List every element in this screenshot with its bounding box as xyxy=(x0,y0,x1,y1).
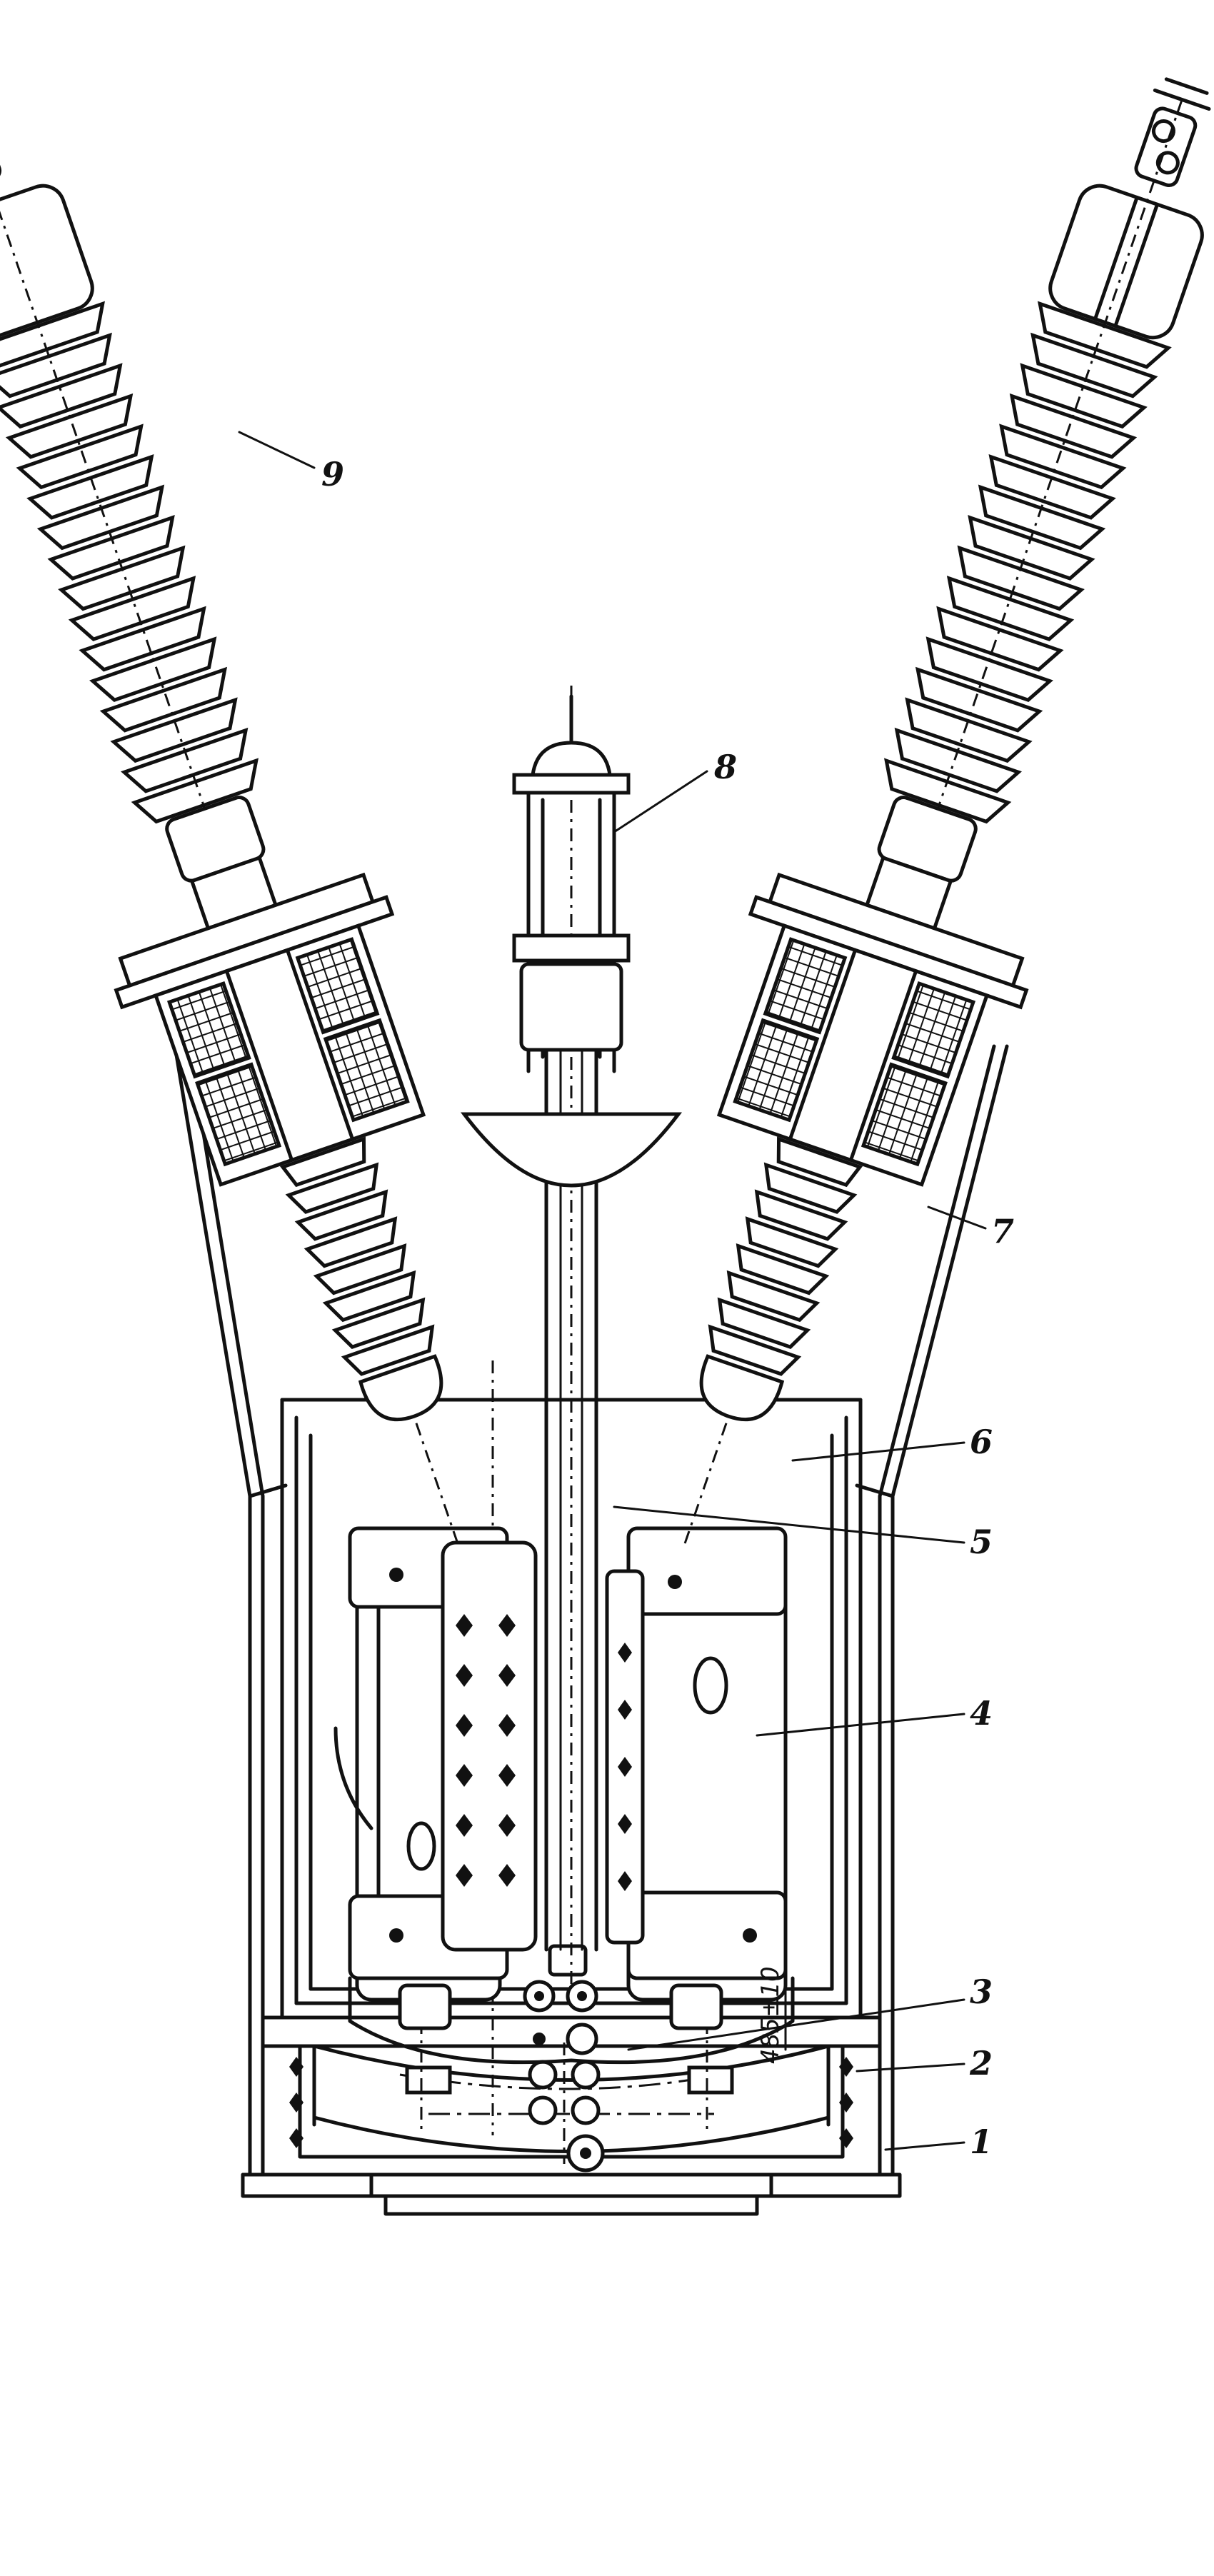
central-lead-tube xyxy=(544,686,598,1985)
left-hv-bushing xyxy=(0,99,459,1545)
callout-7: 7 xyxy=(991,1212,1014,1251)
dimension-text: 485±10 xyxy=(756,1966,785,2064)
dimension-marker: 485±10 xyxy=(756,1966,787,2064)
callout-1: 1 xyxy=(970,2123,993,2161)
top-center-bushing xyxy=(460,694,683,1188)
callout-8: 8 xyxy=(713,748,737,786)
tank-body xyxy=(173,1044,1009,2216)
right-hv-bushing xyxy=(683,77,1211,1545)
callout-labels: 1 2 3 4 5 6 7 8 9 xyxy=(321,455,1014,2161)
callout-9: 9 xyxy=(321,455,344,493)
callout-6: 6 xyxy=(970,1423,993,1461)
callout-4: 4 xyxy=(970,1694,993,1733)
callout-3: 3 xyxy=(970,1973,993,2011)
callout-2: 2 xyxy=(969,2044,993,2083)
callout-5: 5 xyxy=(970,1523,993,1561)
core-and-coils xyxy=(333,1526,788,2002)
leader-lines xyxy=(238,431,987,2151)
lower-yoke-clamp xyxy=(348,1944,795,2065)
